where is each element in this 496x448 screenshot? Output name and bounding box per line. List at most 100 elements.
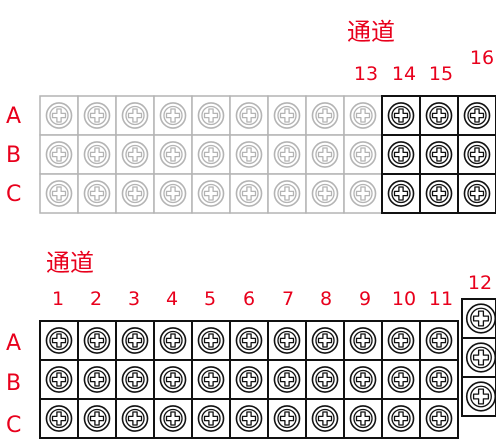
screw-terminal-icon [311,102,339,129]
inactive-terminal-cell [267,134,307,175]
upper-channel-label: 通道 [347,18,395,46]
active-terminal-cell [267,320,307,361]
screw-terminal-icon [159,102,187,129]
screw-terminal-icon [311,180,339,207]
screw-terminal-icon [349,141,377,168]
screw-terminal-icon [349,366,377,393]
lower-row-label-a: A [6,331,21,356]
screw-terminal-icon [273,366,301,393]
inactive-terminal-cell [343,173,383,214]
screw-terminal-icon [387,327,415,354]
screw-terminal-icon [425,327,453,354]
active-terminal-cell [39,359,79,400]
screw-terminal-icon [45,180,73,207]
screw-terminal-icon [387,366,415,393]
active-terminal-cell [305,359,345,400]
screw-terminal-icon [349,102,377,129]
channel-number-5: 5 [204,288,216,310]
inactive-terminal-cell [115,95,155,136]
screw-terminal-icon [197,366,225,393]
channel-number-14: 14 [392,63,416,85]
active-terminal-cell [115,320,155,361]
active-terminal-cell [381,359,421,400]
inactive-terminal-cell [77,134,117,175]
screw-terminal-icon [45,366,73,393]
active-terminal-cell [77,320,117,361]
screw-terminal-icon [425,366,453,393]
screw-terminal-icon [159,366,187,393]
channel-number-1: 1 [52,288,64,310]
inactive-terminal-cell [229,134,269,175]
screw-terminal-icon [387,141,415,168]
inactive-terminal-cell [305,95,345,136]
channel-number-11: 11 [429,288,453,310]
screw-terminal-icon [273,141,301,168]
screw-terminal-icon [465,381,496,412]
active-terminal-cell [191,359,231,400]
screw-terminal-icon [465,303,496,334]
active-terminal-cell [39,398,79,439]
screw-terminal-icon [159,141,187,168]
screw-terminal-icon [83,180,111,207]
screw-terminal-icon [387,405,415,432]
channel-number-13: 13 [354,63,378,85]
active-terminal-cell [153,398,193,439]
screw-terminal-icon [463,180,491,207]
lower-row-label-c: C [6,413,21,438]
screw-terminal-icon [45,327,73,354]
upper-row-label-c: C [6,182,21,207]
inactive-terminal-cell [191,134,231,175]
inactive-terminal-cell [343,95,383,136]
active-terminal-cell [343,398,383,439]
inactive-terminal-cell [191,173,231,214]
channel-number-4: 4 [166,288,178,310]
screw-terminal-icon [83,102,111,129]
screw-terminal-icon [311,405,339,432]
active-terminal-cell [457,95,496,136]
active-terminal-cell [343,320,383,361]
screw-terminal-icon [425,102,453,129]
active-terminal-cell [419,173,459,214]
active-terminal-cell [381,320,421,361]
inactive-terminal-cell [39,173,79,214]
active-terminal-cell [419,359,459,400]
active-terminal-cell [39,320,79,361]
channel-number-6: 6 [243,288,255,310]
screw-terminal-icon [235,366,263,393]
inactive-terminal-cell [191,95,231,136]
screw-terminal-icon [45,405,73,432]
active-terminal-cell [457,134,496,175]
screw-terminal-icon [83,141,111,168]
screw-terminal-icon [311,366,339,393]
screw-terminal-icon [121,102,149,129]
channel-number-10: 10 [392,288,416,310]
screw-terminal-icon [425,180,453,207]
screw-terminal-icon [121,180,149,207]
lower-channel-label: 通道 [46,249,94,277]
inactive-terminal-cell [343,134,383,175]
inactive-terminal-cell [115,173,155,214]
channel-number-12: 12 [468,272,492,294]
channel-number-7: 7 [282,288,294,310]
inactive-terminal-cell [115,134,155,175]
screw-terminal-icon [349,405,377,432]
inactive-terminal-cell [267,95,307,136]
lower-row-label-b: B [6,371,21,396]
screw-terminal-icon [273,405,301,432]
active-terminal-cell [267,398,307,439]
screw-terminal-icon [83,366,111,393]
active-terminal-cell [153,320,193,361]
channel-number-16: 16 [470,47,494,69]
active-terminal-cell [115,398,155,439]
screw-terminal-icon [463,141,491,168]
screw-terminal-icon [235,141,263,168]
screw-terminal-icon [387,180,415,207]
active-terminal-cell [381,95,421,136]
active-terminal-cell [381,398,421,439]
active-terminal-cell [457,173,496,214]
active-terminal-cell [191,320,231,361]
side-terminal-cell [461,376,496,417]
screw-terminal-icon [425,141,453,168]
active-terminal-cell [381,134,421,175]
screw-terminal-icon [273,180,301,207]
